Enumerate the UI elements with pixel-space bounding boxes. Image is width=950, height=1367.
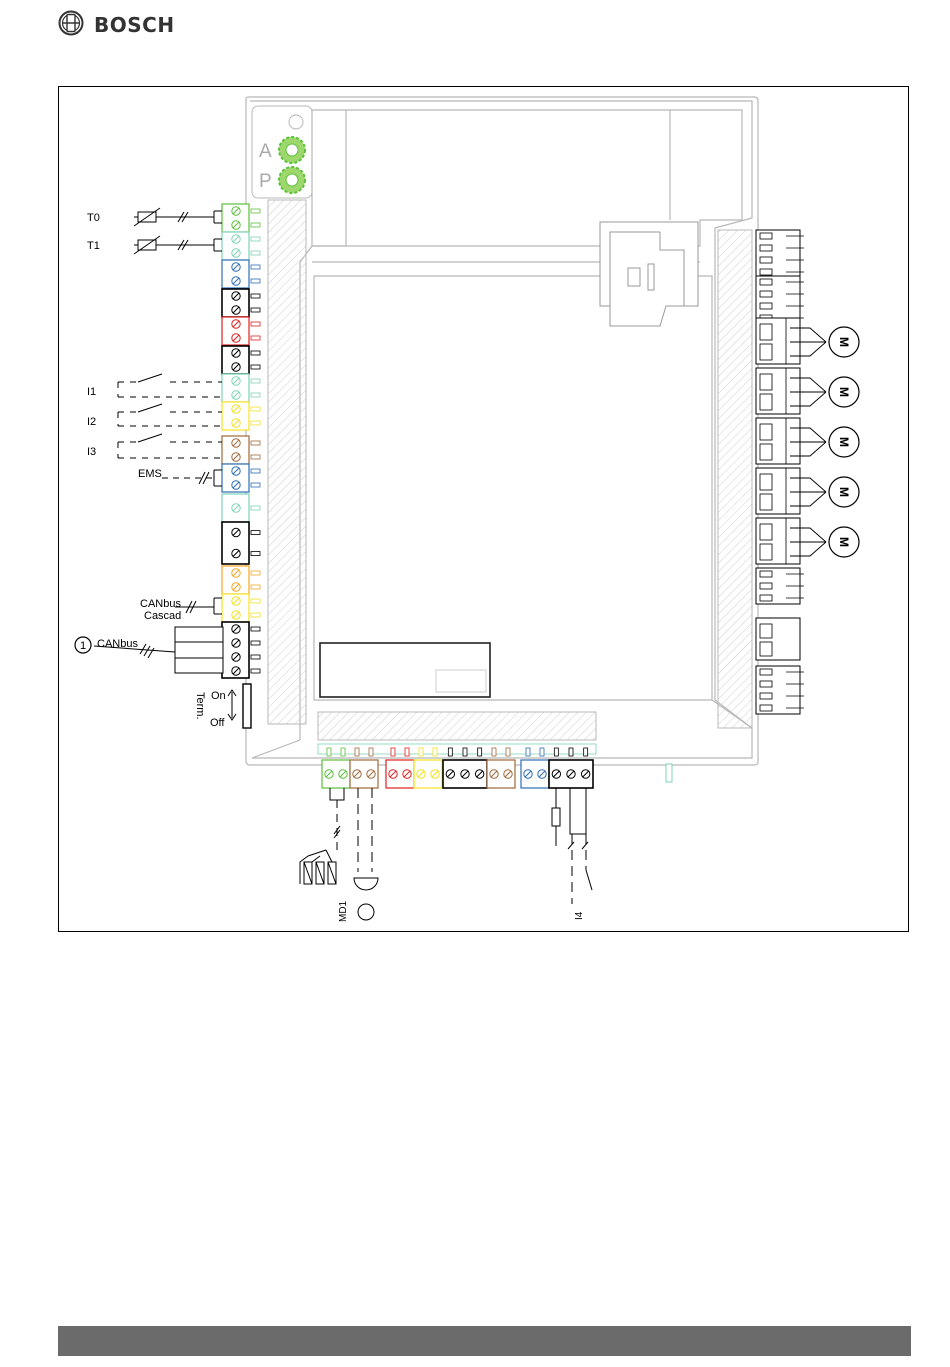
left-terminal [222, 566, 260, 594]
label-canbus: CANbus [97, 638, 138, 650]
fuse-holder [600, 222, 698, 326]
canbus-connector [94, 627, 223, 673]
motor-symbol: M [829, 427, 859, 457]
motor-symbol: M [829, 477, 859, 507]
label-i1: I1 [87, 386, 96, 398]
left-terminal [222, 594, 260, 622]
right-terminal-small [756, 568, 804, 604]
module-housing [246, 97, 758, 765]
footer-bar [58, 1326, 911, 1356]
right-terminal-block: M M M M M [756, 230, 859, 714]
bottom-terminal [443, 748, 487, 788]
motor-symbol: M [829, 377, 859, 407]
bottom-wiring [300, 788, 592, 920]
bottom-labels: MD1 I4 [338, 900, 585, 922]
motor-label: M [837, 337, 851, 347]
label-i2: I2 [87, 416, 96, 428]
label-ems: EMS [138, 468, 162, 480]
label-t1: T1 [87, 240, 100, 252]
label-term: Term. [194, 692, 206, 720]
label-md1: MD1 [338, 900, 349, 922]
label-i3: I3 [87, 446, 96, 458]
t0-sensor-symbol [134, 208, 222, 226]
bottom-terminal [549, 748, 593, 788]
label-plate [320, 643, 490, 697]
hatched-strip-bottom [318, 712, 596, 740]
left-terminal [222, 289, 260, 317]
motor-terminal: M [756, 518, 859, 564]
canbus-cascade-line [175, 598, 222, 614]
i4-wiring [552, 788, 592, 904]
hatched-strip-left [268, 200, 306, 724]
motor-terminal: M [756, 468, 859, 514]
label-canbus-cascade-1: CANbus [140, 598, 181, 610]
left-terminal [222, 260, 260, 288]
bottom-connector-stub [666, 764, 672, 782]
left-terminal [222, 522, 260, 564]
i3-switch-symbol [118, 442, 222, 458]
left-terminal [222, 232, 260, 260]
address-switch-panel: A P [252, 106, 312, 198]
t1-sensor-symbol [134, 236, 222, 254]
right-terminal-small [756, 230, 804, 278]
label-t0: T0 [87, 212, 100, 224]
left-terminal [222, 436, 260, 464]
callout-number-1: 1 [80, 640, 86, 652]
bottom-terminal-block [318, 744, 672, 788]
hatched-strip-right [718, 230, 752, 728]
i1-switch-symbol [118, 382, 222, 397]
right-terminal-small [756, 276, 804, 324]
motor-label: M [837, 537, 851, 547]
ems-bus-line [162, 470, 222, 486]
left-terminal [222, 204, 260, 232]
right-terminal-small [756, 666, 804, 714]
term-switch-symbol [228, 684, 251, 728]
right-terminal-small [756, 618, 800, 660]
motor-terminal: M [756, 368, 859, 414]
left-terminal [222, 622, 260, 678]
address-label-a: A [259, 141, 272, 162]
address-label-p: P [259, 171, 272, 192]
label-term-on: On [211, 690, 226, 702]
left-terminal [222, 346, 260, 374]
left-terminal [222, 464, 260, 492]
label-canbus-cascade-2: Cascad [144, 610, 181, 622]
motor-label: M [837, 487, 851, 497]
left-terminal-block [222, 204, 260, 678]
left-terminal [222, 317, 260, 345]
md1-callout [358, 904, 374, 920]
label-term-off: Off [210, 717, 225, 729]
left-terminal [222, 402, 260, 430]
left-terminal [222, 494, 260, 522]
motor-label: M [837, 437, 851, 447]
i2-switch-symbol [118, 412, 222, 426]
md1-wiring [300, 788, 378, 890]
label-i4: I4 [574, 911, 585, 920]
motor-label: M [837, 387, 851, 397]
motor-terminal: M [756, 418, 859, 464]
left-terminal [222, 374, 260, 402]
motor-symbol: M [829, 327, 859, 357]
motor-symbol: M [829, 527, 859, 557]
motor-terminal: M [756, 318, 859, 364]
